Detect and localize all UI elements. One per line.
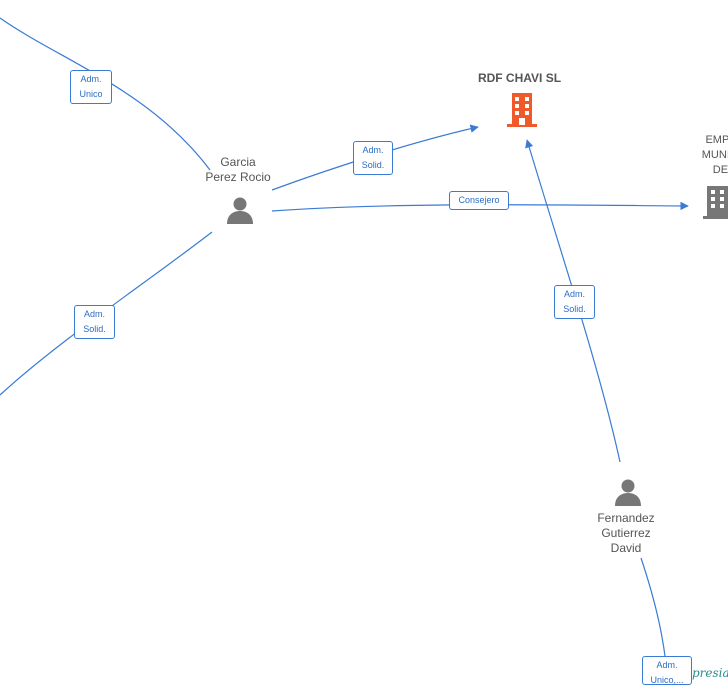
edge-label-line: Adm. [83, 309, 105, 319]
label-line: Gutierrez [601, 526, 651, 540]
label-line: David [610, 541, 642, 555]
person-name-fernandez[interactable]: Fernandez Gutierrez David [581, 511, 671, 556]
label-line: Perez Rocio [205, 170, 271, 184]
edge-label-adm-solid-rdf[interactable]: Adm. Solid. [353, 141, 393, 175]
edge-label-adm-solid-left[interactable]: Adm. Solid. [74, 305, 115, 339]
edge-label-line: Adm. [656, 660, 678, 670]
edge-label-consejero[interactable]: Consejero [449, 191, 509, 210]
edge-label-line: Solid. [361, 160, 385, 170]
company-name-rdf-chavi[interactable]: RDF CHAVI SL [462, 71, 577, 86]
person-icon[interactable] [227, 197, 253, 225]
edge-label-line: Adm. [362, 145, 384, 155]
building-icon[interactable] [703, 186, 728, 219]
company-name-text: RDF CHAVI SL [477, 71, 562, 85]
watermark-text: presia [692, 666, 728, 680]
edge-label-line: Unico,... [650, 675, 684, 685]
edge-label-line: Adm. [563, 289, 585, 299]
edge-label-line: Solid. [563, 304, 586, 314]
company-name-empresa-municipal[interactable]: EMPRE MUNICIP DE... [680, 133, 728, 178]
edge-label-line: Adm. [80, 74, 102, 84]
label-line: Fernandez [597, 511, 655, 525]
edge-label-adm-unico[interactable]: Adm. Unico [70, 70, 112, 104]
edge-label-line: Solid. [83, 324, 106, 334]
label-line: MUNICIP [701, 149, 728, 161]
edge-label-adm-solid-fernandez[interactable]: Adm. Solid. [554, 285, 595, 319]
person-icon[interactable] [615, 479, 641, 507]
label-line: DE... [712, 164, 728, 176]
edge-label-line: Unico [79, 89, 103, 99]
edge-label-line: Consejero [458, 195, 500, 205]
label-line: EMPRE [705, 134, 728, 146]
edge-label-adm-unico-bottom[interactable]: Adm. Unico,... [642, 656, 692, 685]
building-icon[interactable] [507, 93, 537, 127]
person-name-garcia[interactable]: Garcia Perez Rocio [193, 155, 283, 185]
label-line: Garcia [220, 155, 256, 169]
